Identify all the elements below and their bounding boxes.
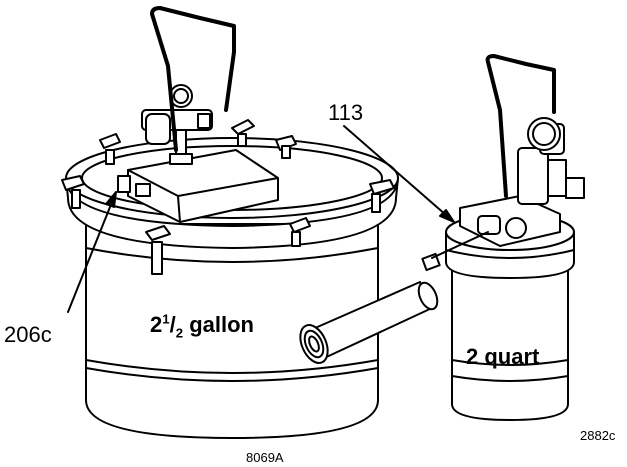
callout-206c-leader — [67, 191, 117, 313]
large-tank-fitting-206c — [117, 175, 131, 193]
small-tank-size-label: 2 quart — [466, 344, 540, 369]
small-pressure-tank — [421, 54, 585, 421]
small-tank-body — [451, 267, 569, 421]
small-tank-handle — [485, 54, 556, 198]
large-tank-body — [85, 223, 379, 439]
size-unit: gallon — [189, 312, 254, 337]
size-whole: 2 — [150, 312, 163, 337]
large-tank-wing-nuts — [61, 119, 395, 275]
large-tank-regulator-assembly — [141, 84, 213, 165]
large-tank-size-label: 21/2 gallon — [150, 311, 254, 341]
large-tank-cover-block — [127, 149, 279, 223]
callout-113: 113 — [328, 100, 364, 125]
large-tank-bottom-band — [85, 359, 379, 374]
large-tank-handle — [150, 6, 236, 152]
fluid-tube-end-cap — [299, 324, 329, 364]
callout-113-arrowhead — [439, 209, 455, 223]
figure-ref-small: 2882c — [580, 428, 616, 443]
size-frac-den: 2 — [175, 325, 184, 341]
callout-206c: 206c — [4, 322, 52, 347]
figure-ref-large: 8069A — [246, 450, 284, 465]
fluid-tube-accessory — [299, 281, 439, 364]
large-pressure-tank — [61, 6, 399, 439]
size-frac-num: 1 — [162, 311, 170, 327]
callout-113-leader — [343, 125, 455, 223]
callout-206c-arrowhead — [105, 191, 117, 208]
small-tank-regulator-assembly — [517, 117, 585, 205]
small-tank-outlet-113 — [421, 252, 441, 272]
